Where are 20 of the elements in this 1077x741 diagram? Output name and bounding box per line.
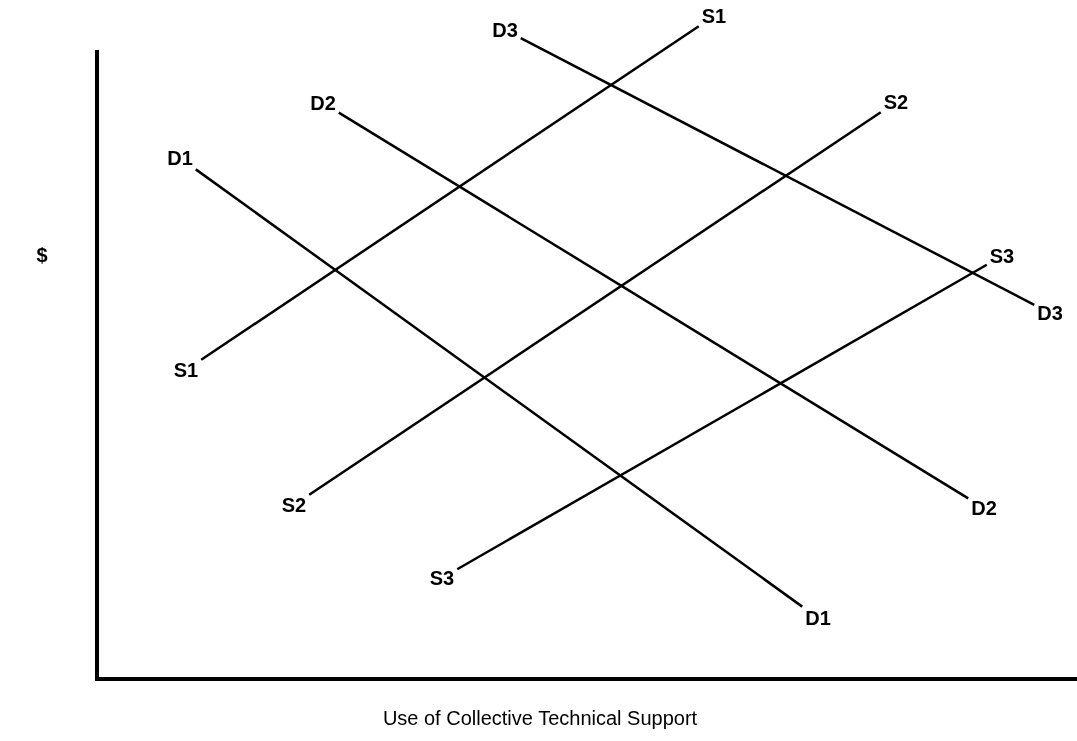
line-label: D2 <box>971 497 997 519</box>
curve-line <box>195 168 803 608</box>
line-label: S2 <box>281 494 307 516</box>
axis-title: Use of Collective Technical Support <box>382 706 698 730</box>
curve-line <box>338 111 969 500</box>
line-label: D1 <box>805 607 831 629</box>
line-label: S1 <box>173 359 199 381</box>
curve-line <box>520 37 1035 306</box>
line-label: D2 <box>310 92 336 114</box>
line-label: S3 <box>429 567 455 589</box>
line-label: D3 <box>1037 302 1063 324</box>
axis-label: $ <box>36 243 48 267</box>
line-label: S2 <box>883 91 909 113</box>
line-label: S1 <box>701 5 727 27</box>
line-label: S3 <box>989 245 1015 267</box>
line-label: D3 <box>492 19 518 41</box>
curve-line <box>200 25 700 361</box>
line-label: D1 <box>167 147 193 169</box>
curve-line <box>456 263 988 571</box>
curve-line <box>308 111 882 496</box>
